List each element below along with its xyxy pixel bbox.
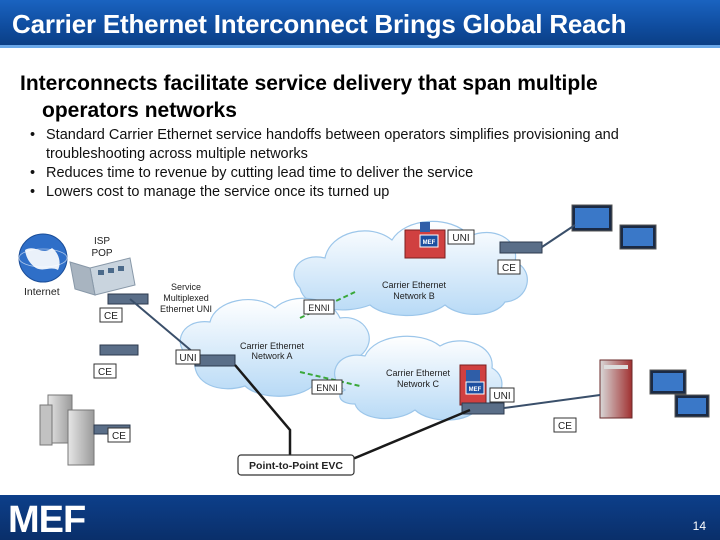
svg-text:MEF: MEF: [469, 387, 482, 393]
uni-label: UNI: [447, 229, 475, 245]
svg-text:CE: CE: [502, 263, 516, 274]
svg-text:UNI: UNI: [493, 391, 510, 402]
svg-text:CE: CE: [104, 311, 118, 322]
svg-text:CE: CE: [112, 431, 126, 442]
svg-text:ENNI: ENNI: [316, 383, 338, 393]
bullet-item: •Reduces time to revenue by cutting lead…: [30, 165, 474, 181]
evc-path: [234, 364, 292, 458]
service-multiplexed-label: Multiplexed: [163, 293, 209, 303]
svg-text:UNI: UNI: [179, 353, 196, 364]
footer-bar: MEF 14: [0, 495, 720, 540]
svg-text:Point-to-Point EVC: Point-to-Point EVC: [249, 460, 343, 472]
router-icon: [99, 344, 139, 356]
uni-label: UNI: [175, 349, 201, 365]
access-link: [541, 224, 576, 248]
svg-text:CE: CE: [558, 421, 572, 432]
cloud-network-a: [179, 297, 370, 397]
ce-label: CE: [497, 259, 521, 275]
router-icon: [194, 354, 236, 367]
uni-label: UNI: [489, 387, 515, 403]
router-icon: [499, 241, 543, 254]
hq-building-icon: [599, 359, 633, 419]
computer-icon: [571, 204, 657, 250]
internet-globe-icon: [18, 233, 68, 283]
evc-path: [335, 408, 471, 460]
isp-pop-label: POP: [91, 248, 112, 259]
slide-heading: Interconnects facilitate service deliver…: [20, 70, 700, 124]
bullet-list: •Standard Carrier Ethernet service hando…: [30, 126, 710, 202]
svg-text:MEF: MEF: [423, 240, 436, 246]
svg-text:UNI: UNI: [452, 233, 469, 244]
mef-logo: MEF: [8, 499, 86, 540]
bullet-dot: •: [30, 184, 36, 200]
branch-buildings-icon: [39, 394, 95, 466]
network-c-label: Carrier Ethernet: [386, 368, 451, 378]
network-a-label: Network A: [251, 351, 292, 361]
access-link: [503, 394, 601, 409]
router-icon: [107, 293, 149, 305]
heading-line-1: Interconnects facilitate service deliver…: [20, 72, 598, 95]
network-diagram: MEF MEF UNI UNI UNI CE CE CE CE CE ENNI: [18, 204, 710, 476]
slide-title: Carrier Ethernet Interconnect Brings Glo…: [12, 9, 627, 39]
network-a-label: Carrier Ethernet: [240, 341, 305, 351]
mef-certified-badge: MEF: [465, 381, 485, 395]
title-bar: Carrier Ethernet Interconnect Brings Glo…: [0, 0, 720, 48]
ce-label: CE: [99, 307, 123, 323]
access-link: [129, 298, 201, 359]
bullet-dot: •: [30, 165, 36, 181]
ce-label: CE: [553, 417, 577, 433]
enni-link: [299, 371, 361, 387]
network-b-label: Carrier Ethernet: [382, 280, 447, 290]
page-number: 14: [692, 519, 706, 533]
network-c-label: Network C: [397, 379, 440, 389]
isp-pop-label: ISP: [94, 236, 110, 247]
mef-certified-badge: MEF: [419, 234, 439, 248]
svg-text:ENNI: ENNI: [308, 303, 330, 313]
ce-label: CE: [93, 363, 117, 379]
svg-text:CE: CE: [98, 367, 112, 378]
ce-label: CE: [107, 427, 131, 443]
service-multiplexed-label: Ethernet UNI: [160, 304, 212, 314]
enni-label: ENNI: [311, 379, 343, 395]
internet-label: Internet: [24, 286, 60, 298]
computer-icon: [649, 369, 710, 418]
heading-line-2: operators networks: [42, 99, 237, 122]
enni-label: ENNI: [303, 299, 335, 315]
bullet-item: •Standard Carrier Ethernet service hando…: [30, 127, 619, 162]
bullet-item: •Lowers cost to manage the service once …: [30, 184, 390, 200]
network-b-label: Network B: [393, 291, 435, 301]
isp-pop-building-icon: [69, 257, 136, 296]
service-multiplexed-label: Service: [171, 282, 201, 292]
evc-label: Point-to-Point EVC: [237, 454, 355, 476]
router-icon: [461, 402, 505, 415]
bullet-dot: •: [30, 127, 36, 143]
